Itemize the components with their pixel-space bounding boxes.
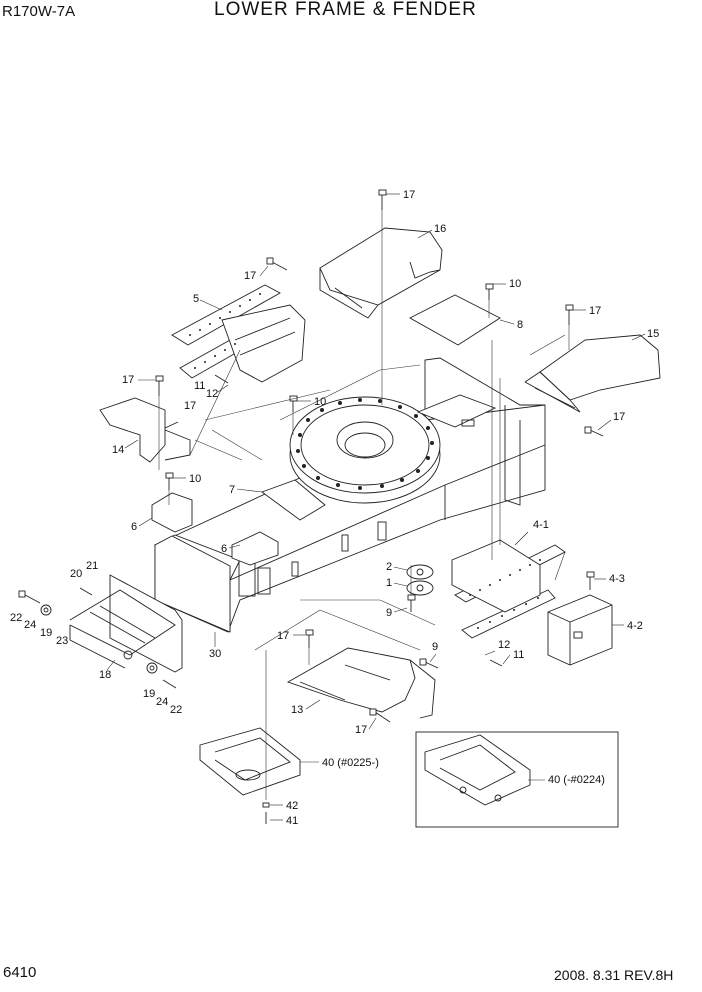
callout-17: 17 [277, 630, 289, 642]
callout-9: 9 [386, 607, 392, 619]
callout-11: 11 [513, 649, 524, 661]
callout-4-3: 4-3 [609, 573, 625, 585]
callout-24: 24 [24, 619, 36, 631]
callout-24: 24 [156, 696, 168, 708]
callout-18: 18 [99, 669, 111, 681]
callout-41: 41 [286, 815, 298, 827]
part-14-fender [99, 397, 191, 463]
part-4-2-box [547, 594, 613, 666]
callout-17: 17 [589, 305, 601, 317]
part-16-cover [319, 227, 443, 319]
part-40-tray-a [199, 727, 301, 796]
callout-7: 7 [229, 484, 235, 496]
callout-2: 2 [386, 561, 392, 573]
part-40-tray-b [424, 734, 531, 806]
callout-19: 19 [40, 627, 52, 639]
callout-12: 12 [206, 388, 218, 400]
callout-1: 1 [386, 577, 392, 589]
page-title: LOWER FRAME & FENDER [214, 0, 477, 20]
callout-40: 40 (-#0224) [548, 774, 605, 786]
part-18-guard [69, 574, 183, 673]
page-number: 6410 [3, 964, 37, 981]
callout-6: 6 [131, 521, 137, 533]
callout-11: 11 [194, 380, 205, 392]
callout-42: 42 [286, 800, 298, 812]
revision-date: 2008. 8.31 REV.8H [554, 967, 674, 983]
callout-40: 40 (#0225-) [322, 757, 379, 769]
callout-16: 16 [434, 223, 446, 235]
callout-21: 21 [86, 560, 98, 572]
swing-ring [289, 396, 441, 504]
part-5-step [171, 284, 306, 383]
callout-13: 13 [291, 704, 303, 716]
callout-4-2: 4-2 [627, 620, 643, 632]
part-13-bracket [286, 647, 436, 719]
model-number: R170W-7A [2, 3, 76, 20]
callout-10: 10 [509, 278, 521, 290]
part-7-plate [261, 479, 326, 521]
callout-10: 10 [189, 473, 201, 485]
part-4-1-step [451, 539, 566, 639]
callout-6: 6 [221, 543, 227, 555]
callout-12: 12 [498, 639, 510, 651]
part-6-bracket [151, 492, 193, 533]
callout-19: 19 [143, 688, 155, 700]
leader-lines [158, 210, 570, 800]
callout-9: 9 [432, 641, 438, 653]
callout-22: 22 [10, 612, 22, 624]
callout-15: 15 [647, 328, 659, 340]
part-30-plate [154, 535, 231, 633]
callout-5: 5 [193, 293, 199, 305]
callout-4-1: 4-1 [533, 519, 549, 531]
callout-labels: 17 16 17 10 5 17 8 15 17 11 12 10 17 17 … [10, 189, 659, 827]
callout-14: 14 [112, 444, 124, 456]
callout-17: 17 [184, 400, 196, 412]
callout-8: 8 [517, 319, 523, 331]
part-8-plate [409, 294, 501, 346]
callout-17: 17 [122, 374, 134, 386]
callout-10: 10 [314, 396, 326, 408]
callout-23: 23 [56, 635, 68, 647]
callout-17: 17 [355, 724, 367, 736]
callout-20: 20 [70, 568, 82, 580]
bolts [18, 189, 604, 824]
callout-22: 22 [170, 704, 182, 716]
callout-30: 30 [209, 648, 221, 660]
callout-17: 17 [613, 411, 625, 423]
callout-17: 17 [403, 189, 415, 201]
part-15-fender [524, 334, 661, 413]
callout-17: 17 [244, 270, 256, 282]
part-6-bracket-b [231, 531, 279, 566]
